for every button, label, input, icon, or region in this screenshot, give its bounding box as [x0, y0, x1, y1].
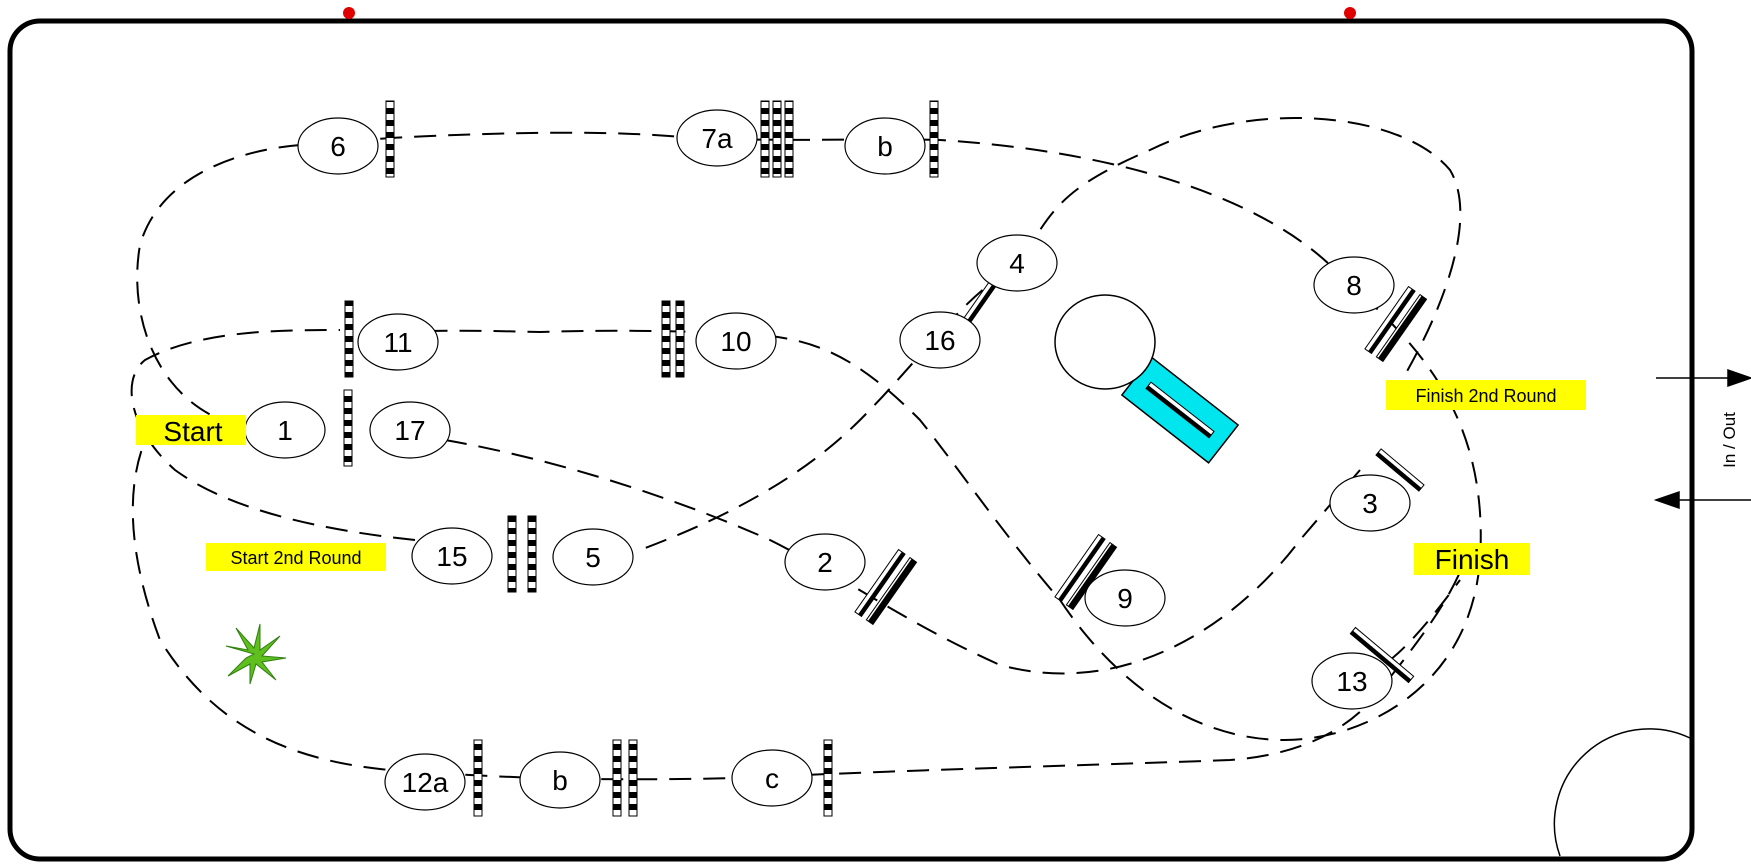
finish-2nd-round-marker: Finish 2nd Round	[1386, 380, 1586, 410]
obstacle-label: 5	[585, 542, 601, 573]
obstacle-2: 2	[784, 533, 866, 591]
jump-pole	[507, 515, 517, 593]
jump-pole	[473, 739, 483, 817]
jump-pole	[760, 100, 770, 178]
obstacle-6: 6	[297, 117, 379, 175]
obstacle-1: 1	[244, 401, 326, 459]
jump-pole	[784, 100, 794, 178]
obstacle-3: 3	[1329, 474, 1411, 532]
obstacle-label: b	[877, 131, 893, 162]
obstacle-17: 17	[369, 401, 451, 459]
jump-pole	[527, 515, 537, 593]
obstacle-10: 10	[695, 312, 777, 370]
obstacle-label: 10	[720, 326, 751, 357]
obstacle-12a: 12a	[384, 753, 466, 811]
obstacle-label: 11	[383, 327, 412, 358]
start-2nd-round-marker: Start 2nd Round	[206, 543, 386, 571]
obstacle-label: 12a	[402, 767, 449, 798]
obstacle-label: 8	[1346, 270, 1362, 301]
jumps	[343, 100, 939, 817]
jump-pole	[385, 100, 395, 178]
arrow-left-icon	[1653, 490, 1680, 510]
obstacle-5: 5	[552, 528, 634, 586]
jump-pole	[772, 100, 782, 178]
arena-boundary	[7, 18, 1695, 862]
jump-pole	[612, 739, 622, 817]
jump-pole	[823, 739, 833, 817]
finish-label: Finish	[1435, 544, 1510, 575]
obstacle-label: 13	[1336, 666, 1367, 697]
in-out-arrows	[1653, 368, 1751, 510]
obstacle-13: 13	[1311, 652, 1393, 710]
obstacle-8: 8	[1313, 256, 1395, 314]
shrub-icon	[225, 623, 287, 685]
obstacle-label: c	[765, 763, 779, 794]
obstacle-15: 15	[411, 527, 493, 585]
start-marker: Start	[136, 415, 246, 447]
obstacle-label: 17	[394, 415, 425, 446]
obstacle-12c: c	[731, 749, 813, 807]
obstacle-4: 4	[976, 234, 1058, 292]
obstacle-markers: 1 2 3 4 5 6 7a b 8 9 10 11 12a b c 13 15…	[244, 109, 1411, 811]
obstacle-label: 7a	[701, 123, 733, 154]
boundary-dot	[343, 7, 355, 19]
jump-pole	[343, 389, 353, 467]
finish-marker: Finish	[1414, 543, 1530, 575]
water-tray	[1120, 356, 1240, 464]
jump-pole	[344, 300, 354, 378]
obstacle-label: 16	[924, 325, 955, 356]
obstacle-9: 9	[1084, 569, 1166, 627]
start-2nd-round-label: Start 2nd Round	[230, 548, 361, 568]
jump-pole	[675, 300, 685, 378]
obstacle-label: 3	[1362, 488, 1378, 519]
obstacle-11: 11	[357, 313, 439, 371]
course-route	[130, 117, 1482, 781]
obstacle-label: 4	[1009, 248, 1025, 279]
jump-pole	[929, 100, 939, 178]
round-feature	[1054, 294, 1156, 390]
obstacle-label: 9	[1117, 583, 1133, 614]
jump-pole	[628, 739, 638, 817]
obstacle-label: 1	[277, 415, 293, 446]
in-out-label: In / Out	[1720, 412, 1739, 468]
obstacle-label: 2	[817, 547, 833, 578]
obstacle-12b: b	[519, 751, 601, 809]
obstacle-16: 16	[899, 311, 981, 369]
obstacle-7b: b	[844, 117, 926, 175]
obstacle-label: 15	[436, 541, 467, 572]
angled-jumps	[854, 267, 1428, 684]
obstacle-label: 6	[330, 131, 346, 162]
obstacle-label: b	[552, 765, 568, 796]
corner-circle	[1553, 728, 1691, 857]
jump-pole	[661, 300, 671, 378]
obstacle-7a: 7a	[676, 109, 758, 167]
start-label: Start	[163, 416, 222, 447]
arrow-right-icon	[1727, 368, 1751, 388]
finish-2nd-round-label: Finish 2nd Round	[1415, 386, 1556, 406]
boundary-dot	[1344, 7, 1356, 19]
